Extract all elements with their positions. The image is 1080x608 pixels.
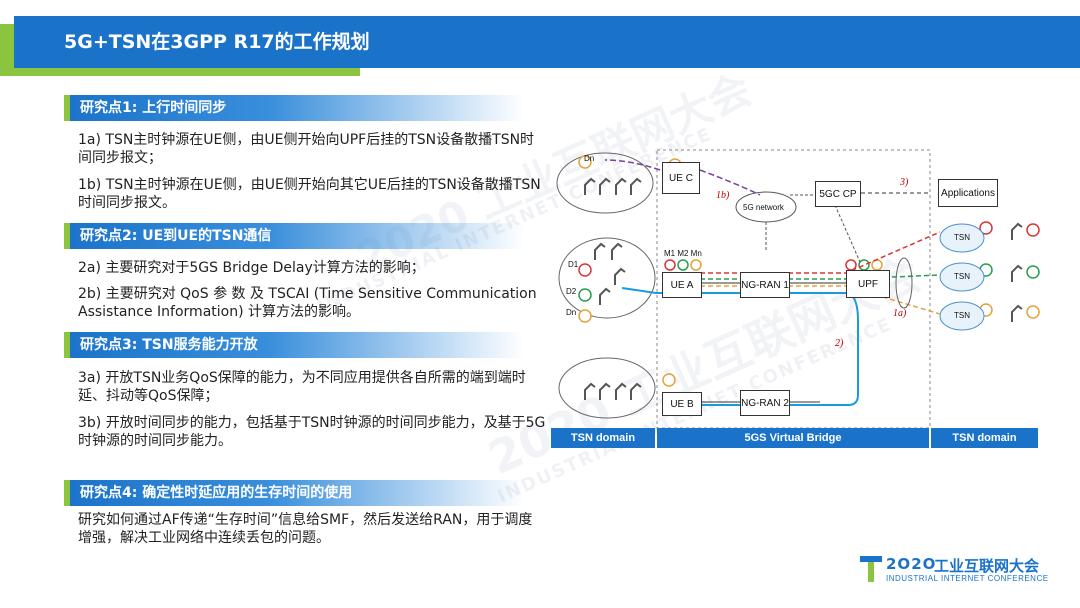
section-2-header: 研究点2: UE到UE的TSN通信 <box>64 223 524 249</box>
section-4-title: 研究点4: 确定性时延应用的生存时间的使用 <box>80 485 353 501</box>
upf-box: UPF <box>846 270 890 298</box>
device-d1-label: D1 <box>568 260 579 269</box>
device-group-mid <box>558 237 656 319</box>
ng-ran-2-box: NG-RAN 2 <box>740 390 790 416</box>
robot-arm-icons <box>584 177 1023 400</box>
tsn-clouds <box>939 223 985 331</box>
logo-subtitle: INDUSTRIAL INTERNET CONFERENCE <box>886 574 1049 583</box>
tsn-cloud-label-2: TSN <box>954 272 970 281</box>
section-1-header: 研究点1: 上行时间同步 <box>64 95 524 121</box>
section-accent <box>64 95 70 121</box>
upf-port-ellipse <box>895 257 913 309</box>
device-group-bottom <box>558 357 656 419</box>
5gs-boundary <box>656 149 931 429</box>
ue-a-box: UE A <box>662 272 702 298</box>
section-4-item: 研究如何通过AF传递“生存时间”信息给SMF，然后发送给RAN，用于调度增强，解… <box>78 512 533 546</box>
marker-3: 3) <box>900 177 909 188</box>
tsn-domain-right: TSN domain <box>931 428 1038 448</box>
section-4-header: 研究点4: 确定性时延应用的生存时间的使用 <box>64 480 524 506</box>
5gc-cp-box: 5GC CP <box>815 181 861 207</box>
logo-year: 2O2O <box>886 555 937 573</box>
section-accent <box>64 480 70 506</box>
section-1-item-a: 1a) TSN主时钟源在UE侧，由UE侧开始向UPF后挂的TSN设备散播TSN时… <box>78 132 535 166</box>
section-accent <box>64 223 70 249</box>
section-3-item-a: 3a) 开放TSN业务QoS保障的能力，为不同应用提供各自所需的端到端时延、抖动… <box>78 370 526 404</box>
device-d2-label: D2 <box>566 287 577 296</box>
section-2-item-b: 2b) 主要研究对 QoS 参 数 及 TSCAI (Time Sensitiv… <box>78 286 537 320</box>
conference-logo-icon <box>860 556 882 582</box>
page-title: 5G+TSN在3GPP R17的工作规划 <box>64 31 370 53</box>
tsn-cloud-label-3: TSN <box>954 311 970 320</box>
tsn-cloud-label-1: TSN <box>954 233 970 242</box>
logo-name: 工业互联网大会 <box>934 557 1040 575</box>
ng-ran-1-box: NG-RAN 1 <box>740 272 790 298</box>
section-accent <box>64 332 70 358</box>
device-group-top <box>556 152 654 214</box>
section-3-item-b: 3b) 开放时间同步的能力，包括基于TSN时钟源的时间同步能力，及基于5G时钟源… <box>78 415 546 449</box>
section-3-header: 研究点3: TSN服务能力开放 <box>64 332 524 358</box>
marker-2: 2) <box>835 338 844 349</box>
marker-1b: 1b) <box>716 190 730 201</box>
section-1-item-b: 1b) TSN主时钟源在UE侧，由UE侧开始向其它UE后挂的TSN设备散播TSN… <box>78 177 541 211</box>
m-ports-label: M1 M2 Mn <box>664 249 702 258</box>
ue-c-box: UE C <box>662 162 700 194</box>
section-1-title: 研究点1: 上行时间同步 <box>80 100 227 116</box>
5g-network-label: 5G network <box>743 203 784 212</box>
tsn-domain-left: TSN domain <box>551 428 655 448</box>
ue-b-box: UE B <box>662 392 702 416</box>
device-dn-mid-label: Dn <box>566 308 577 317</box>
5gs-virtual-bridge-bar: 5GS Virtual Bridge <box>657 428 929 448</box>
marker-1a: 1a) <box>893 308 907 319</box>
section-3-title: 研究点3: TSN服务能力开放 <box>80 337 258 353</box>
header-bar <box>14 16 1080 68</box>
section-2-item-a: 2a) 主要研究对于5GS Bridge Delay计算方法的影响； <box>78 260 425 276</box>
applications-box: Applications <box>938 179 998 207</box>
section-2-title: 研究点2: UE到UE的TSN通信 <box>80 228 272 244</box>
device-dn-top-label: Dn <box>584 154 595 163</box>
